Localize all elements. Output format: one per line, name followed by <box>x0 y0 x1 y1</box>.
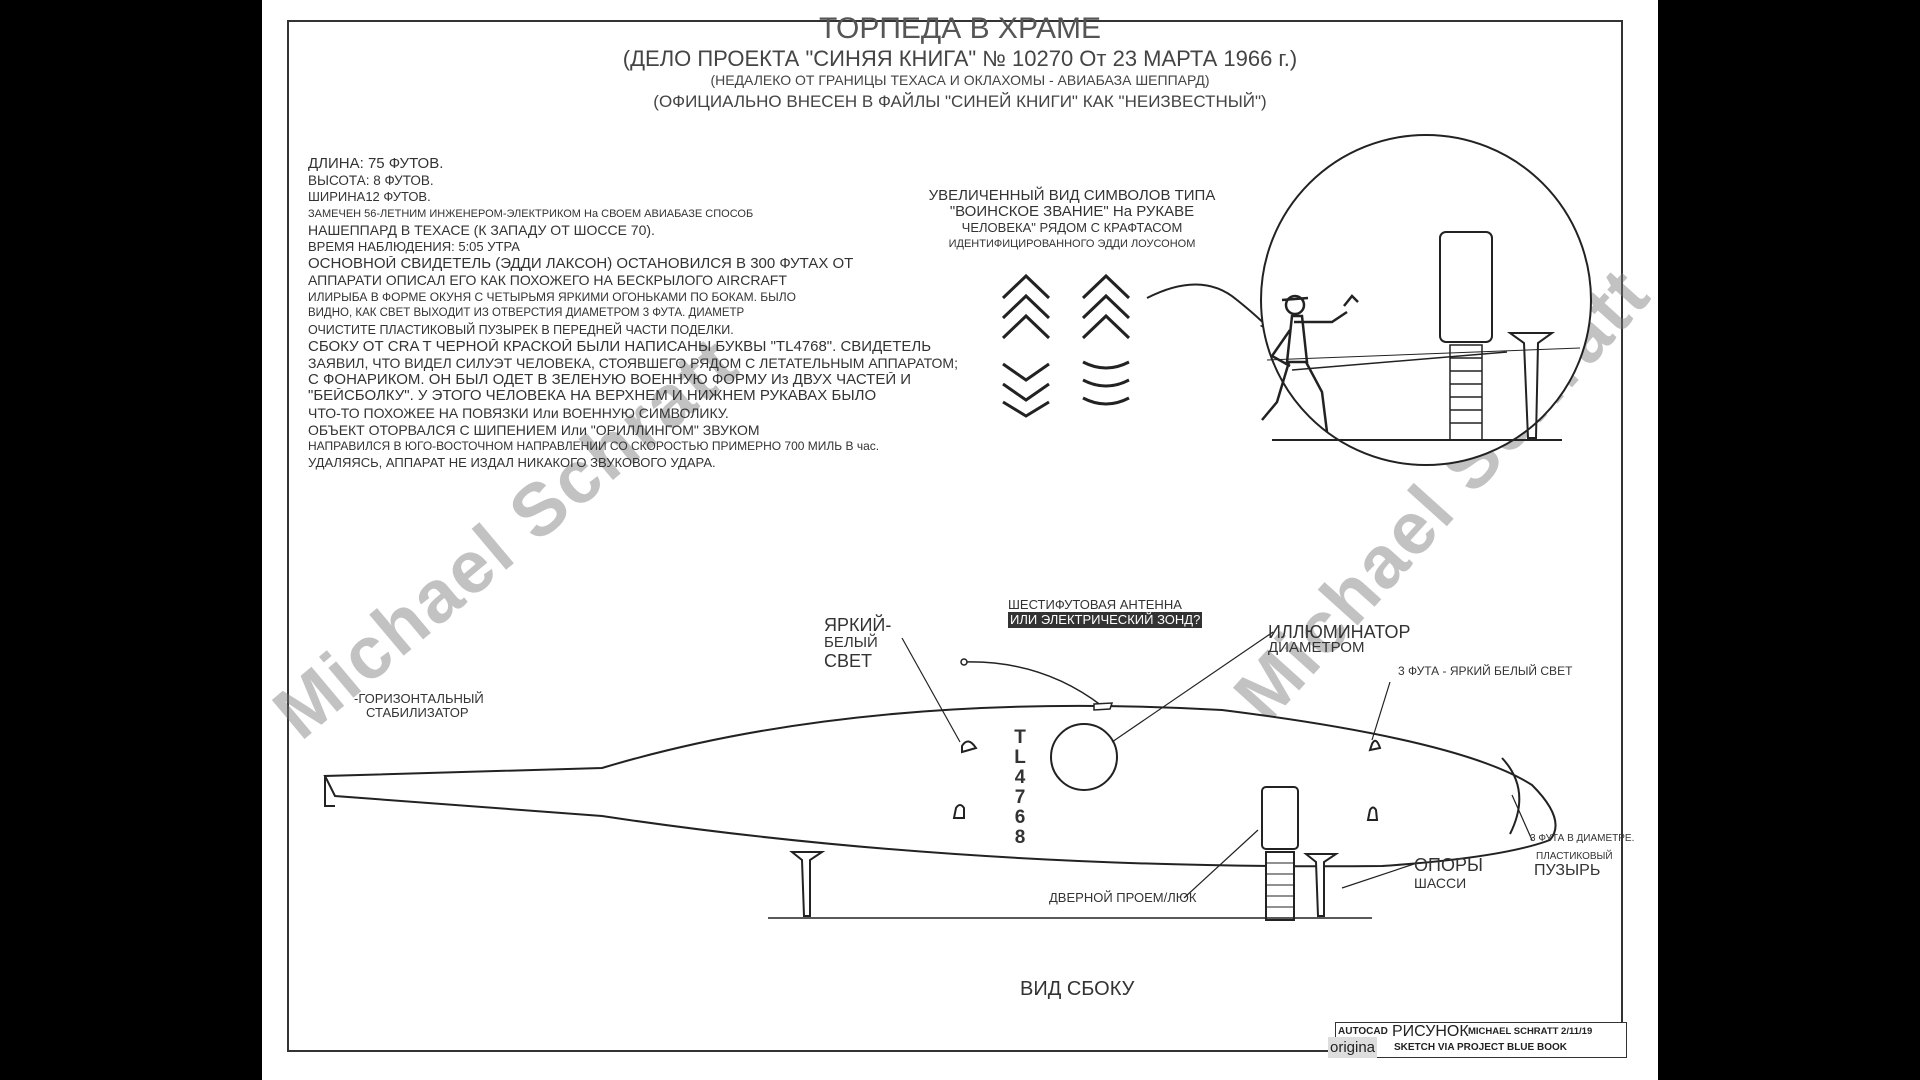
registration-char: 6 <box>1014 807 1026 828</box>
label-line: ОПОРЫ <box>1414 855 1483 875</box>
stamp-autocad: AUTOCAD <box>1338 1026 1388 1037</box>
label-line: ШЕСТИФУТОВАЯ АНТЕННА <box>1008 597 1182 612</box>
label-line: ДИАМЕТРОМ <box>1268 639 1365 656</box>
note-line: ИЛИРЫБА В ФОРМЕ ОКУНЯ С ЧЕТЫРЬМЯ ЯРКИМИ … <box>308 289 796 304</box>
registration-char: T <box>1014 727 1026 748</box>
antenna-icon <box>960 658 1114 711</box>
note-line: ШИРИНА12 ФУТОВ. <box>308 189 431 205</box>
porthole-label: ИЛЛЮМИНАТОР ДИАМЕТРОМ <box>1268 622 1411 656</box>
antenna-label: ШЕСТИФУТОВАЯ АНТЕННА ИЛИ ЭЛЕКТРИЧЕСКИЙ З… <box>1008 597 1203 628</box>
bubble-label: 3 ФУТА В ДИАМЕТРЕ. ПЛАСТИКОВЫЙ ПУЗЫРЬ <box>1530 830 1634 880</box>
caption-line: ЧЕЛОВЕКА" РЯДОМ С КРАФТАСОМ <box>961 220 1183 235</box>
note-line: УДАЛЯЯСЬ, АППАРАТ НЕ ИЗДАЛ НИКАКОГО ЗВУК… <box>308 454 716 470</box>
caption-line: УВЕЛИЧЕННЫЙ ВИД СИМВОЛОВ ТИПА <box>928 187 1216 204</box>
note-line: ОБЪЕКТ ОТОРВАЛСЯ С ШИПЕНИЕМ Или "ОРИЛЛИН… <box>308 421 760 438</box>
drawing-border <box>287 20 1623 1052</box>
label-line: 3 ФУТА В ДИАМЕТРЕ. <box>1530 833 1635 844</box>
label-line: ЯРКИЙ- <box>824 615 892 635</box>
label-line: СТАБИЛИЗАТОР <box>366 705 469 720</box>
rank-chevrons-icon <box>1001 273 1131 418</box>
label-line: -ГОРИЗОНТАЛЬНЫЙ <box>354 691 484 706</box>
case-subtitle: (ДЕЛО ПРОЕКТА "СИНЯЯ КНИГА" № 10270 От 2… <box>622 46 1298 71</box>
note-line: ОЧИСТИТЕ ПЛАСТИКОВЫЙ ПУЗЫРЕК В ПЕРЕДНЕЙ … <box>308 322 734 337</box>
note-line: ОСНОВНОЙ СВИДЕТЕЛЬ (ЭДДИ ЛАКСОН) ОСТАНОВ… <box>308 255 854 272</box>
label-line: ШАССИ <box>1414 875 1467 891</box>
door-label: ДВЕРНОЙ ПРОЕМ/ЛЮК <box>1049 890 1197 905</box>
registration-marking: T L 4 7 6 8 <box>1010 728 1030 848</box>
stamp-source: SKETCH VIA PROJECT BLUE BOOK <box>1394 1042 1567 1053</box>
bright-light-label: ЯРКИЙ- БЕЛЫЙ СВЕТ <box>824 616 891 670</box>
registration-char: 4 <box>1014 767 1026 788</box>
label-line: ПЛАСТИКОВЫЙ <box>1536 851 1613 862</box>
stamp-author: MICHAEL SCHRATT 2/11/19 <box>1468 1026 1593 1037</box>
landing-gear-label: ОПОРЫ ШАССИ <box>1414 856 1483 892</box>
enlarged-view-caption: УВЕЛИЧЕННЫЙ ВИД СИМВОЛОВ ТИПА "ВОИНСКОЕ … <box>912 188 1232 252</box>
stamp-drawing: РИСУНОК <box>1392 1023 1469 1040</box>
drawing-sheet: Michael Schratt Michael Schratt ТОРПЕДА … <box>262 0 1658 1080</box>
note-line: ЗАМЕЧЕН 56-ЛЕТНИМ ИНЖЕНЕРОМ-ЭЛЕКТРИКОМ Н… <box>308 207 754 220</box>
drawing-title: ТОРПЕДА В ХРАМЕ <box>819 12 1101 45</box>
note-line: ВРЕМЯ НАБЛЮДЕНИЯ: 5:05 УТРА <box>308 238 520 254</box>
note-line: С ФОНАРИКОМ. ОН БЫЛ ОДЕТ В ЗЕЛЕНУЮ ВОЕНН… <box>308 371 912 388</box>
leader-lines <box>901 631 1533 899</box>
light-3ft-label: 3 ФУТА - ЯРКИЙ БЕЛЫЙ СВЕТ <box>1398 664 1573 678</box>
title-block-stamp: AUTOCAD РИСУНОК MICHAEL SCHRATT 2/11/19 … <box>1328 1022 1627 1058</box>
note-line: НАШЕППАРД В ТЕХАСЕ (К ЗАПАДУ ОТ ШОССЕ 70… <box>308 222 655 239</box>
note-line: "БЕЙСБОЛКУ". У ЭТОГО ЧЕЛОВЕКА НА ВЕРХНЕМ… <box>308 388 877 405</box>
label-line: БЕЛЫЙ <box>824 634 878 651</box>
note-line: СБОКУ ОТ CRA T ЧЕРНОЙ КРАСКОЙ БЫЛИ НАПИС… <box>308 338 932 355</box>
note-line: АППАРАТИ ОПИСАЛ ЕГО КАК ПОХОЖЕГО НА БЕСК… <box>308 272 787 289</box>
note-line: ЗАЯВИЛ, ЧТО ВИДЕЛ СИЛУЭТ ЧЕЛОВЕКА, СТОЯВ… <box>308 355 958 372</box>
craft-fuselage <box>323 704 1557 868</box>
registration-char: 8 <box>1014 827 1026 848</box>
label-line: СВЕТ <box>824 651 873 671</box>
note-line: ВИДНО, КАК СВЕТ ВЫХОДИТ ИЗ ОТВЕРСТИЯ ДИА… <box>308 307 745 320</box>
label-line: ИЛЛЮМИНАТОР <box>1268 622 1411 642</box>
note-line: НАПРАВИЛСЯ В ЮГО-ВОСТОЧНОМ НАПРАВЛЕНИИ С… <box>308 439 880 454</box>
report-notes: ДЛИНА: 75 ФУТОВ. ВЫСОТА: 8 ФУТОВ. ШИРИНА… <box>308 156 978 471</box>
label-line: ПУЗЫРЬ <box>1534 862 1601 879</box>
caption-line: ИДЕНТИФИЦИРОВАННОГО ЭДДИ ЛОУСОНОМ <box>948 238 1196 250</box>
stamp-original: origina <box>1328 1037 1378 1058</box>
registration-char: L <box>1014 747 1026 768</box>
status-subtitle: (ОФИЦИАЛЬНО ВНЕСЕН В ФАЙЛЫ "СИНЕЙ КНИГИ"… <box>653 92 1267 111</box>
bright-light-icon <box>952 739 1382 821</box>
enlarged-view-circle <box>1260 134 1592 466</box>
caption-line: "ВОИНСКОЕ ЗВАНИЕ" На РУКАВЕ <box>949 203 1195 220</box>
side-view-label: ВИД СБОКУ <box>1020 978 1135 1000</box>
note-line: ДЛИНА: 75 ФУТОВ. <box>308 156 444 172</box>
stabilizer-label: -ГОРИЗОНТАЛЬНЫЙ СТАБИЛИЗАТОР <box>354 692 484 720</box>
label-line: ИЛИ ЭЛЕКТРИЧЕСКИЙ ЗОНД? <box>1008 612 1203 628</box>
porthole-icon <box>1050 723 1118 791</box>
location-subtitle: (НЕДАЛЕКО ОТ ГРАНИЦЫ ТЕХАСА И ОКЛАХОМЫ -… <box>710 72 1210 88</box>
landing-gear-icon <box>789 851 1340 917</box>
note-line: ЧТО-ТО ПОХОЖЕЕ НА ПОВЯЗКИ Или ВОЕННУЮ СИ… <box>308 404 729 421</box>
drawing-graphics <box>323 134 1592 921</box>
witness-figure-icon <box>1261 294 1359 433</box>
craft-door-hatch <box>1261 786 1299 921</box>
registration-char: 7 <box>1014 787 1026 808</box>
note-line: ВЫСОТА: 8 ФУТОВ. <box>308 172 434 188</box>
